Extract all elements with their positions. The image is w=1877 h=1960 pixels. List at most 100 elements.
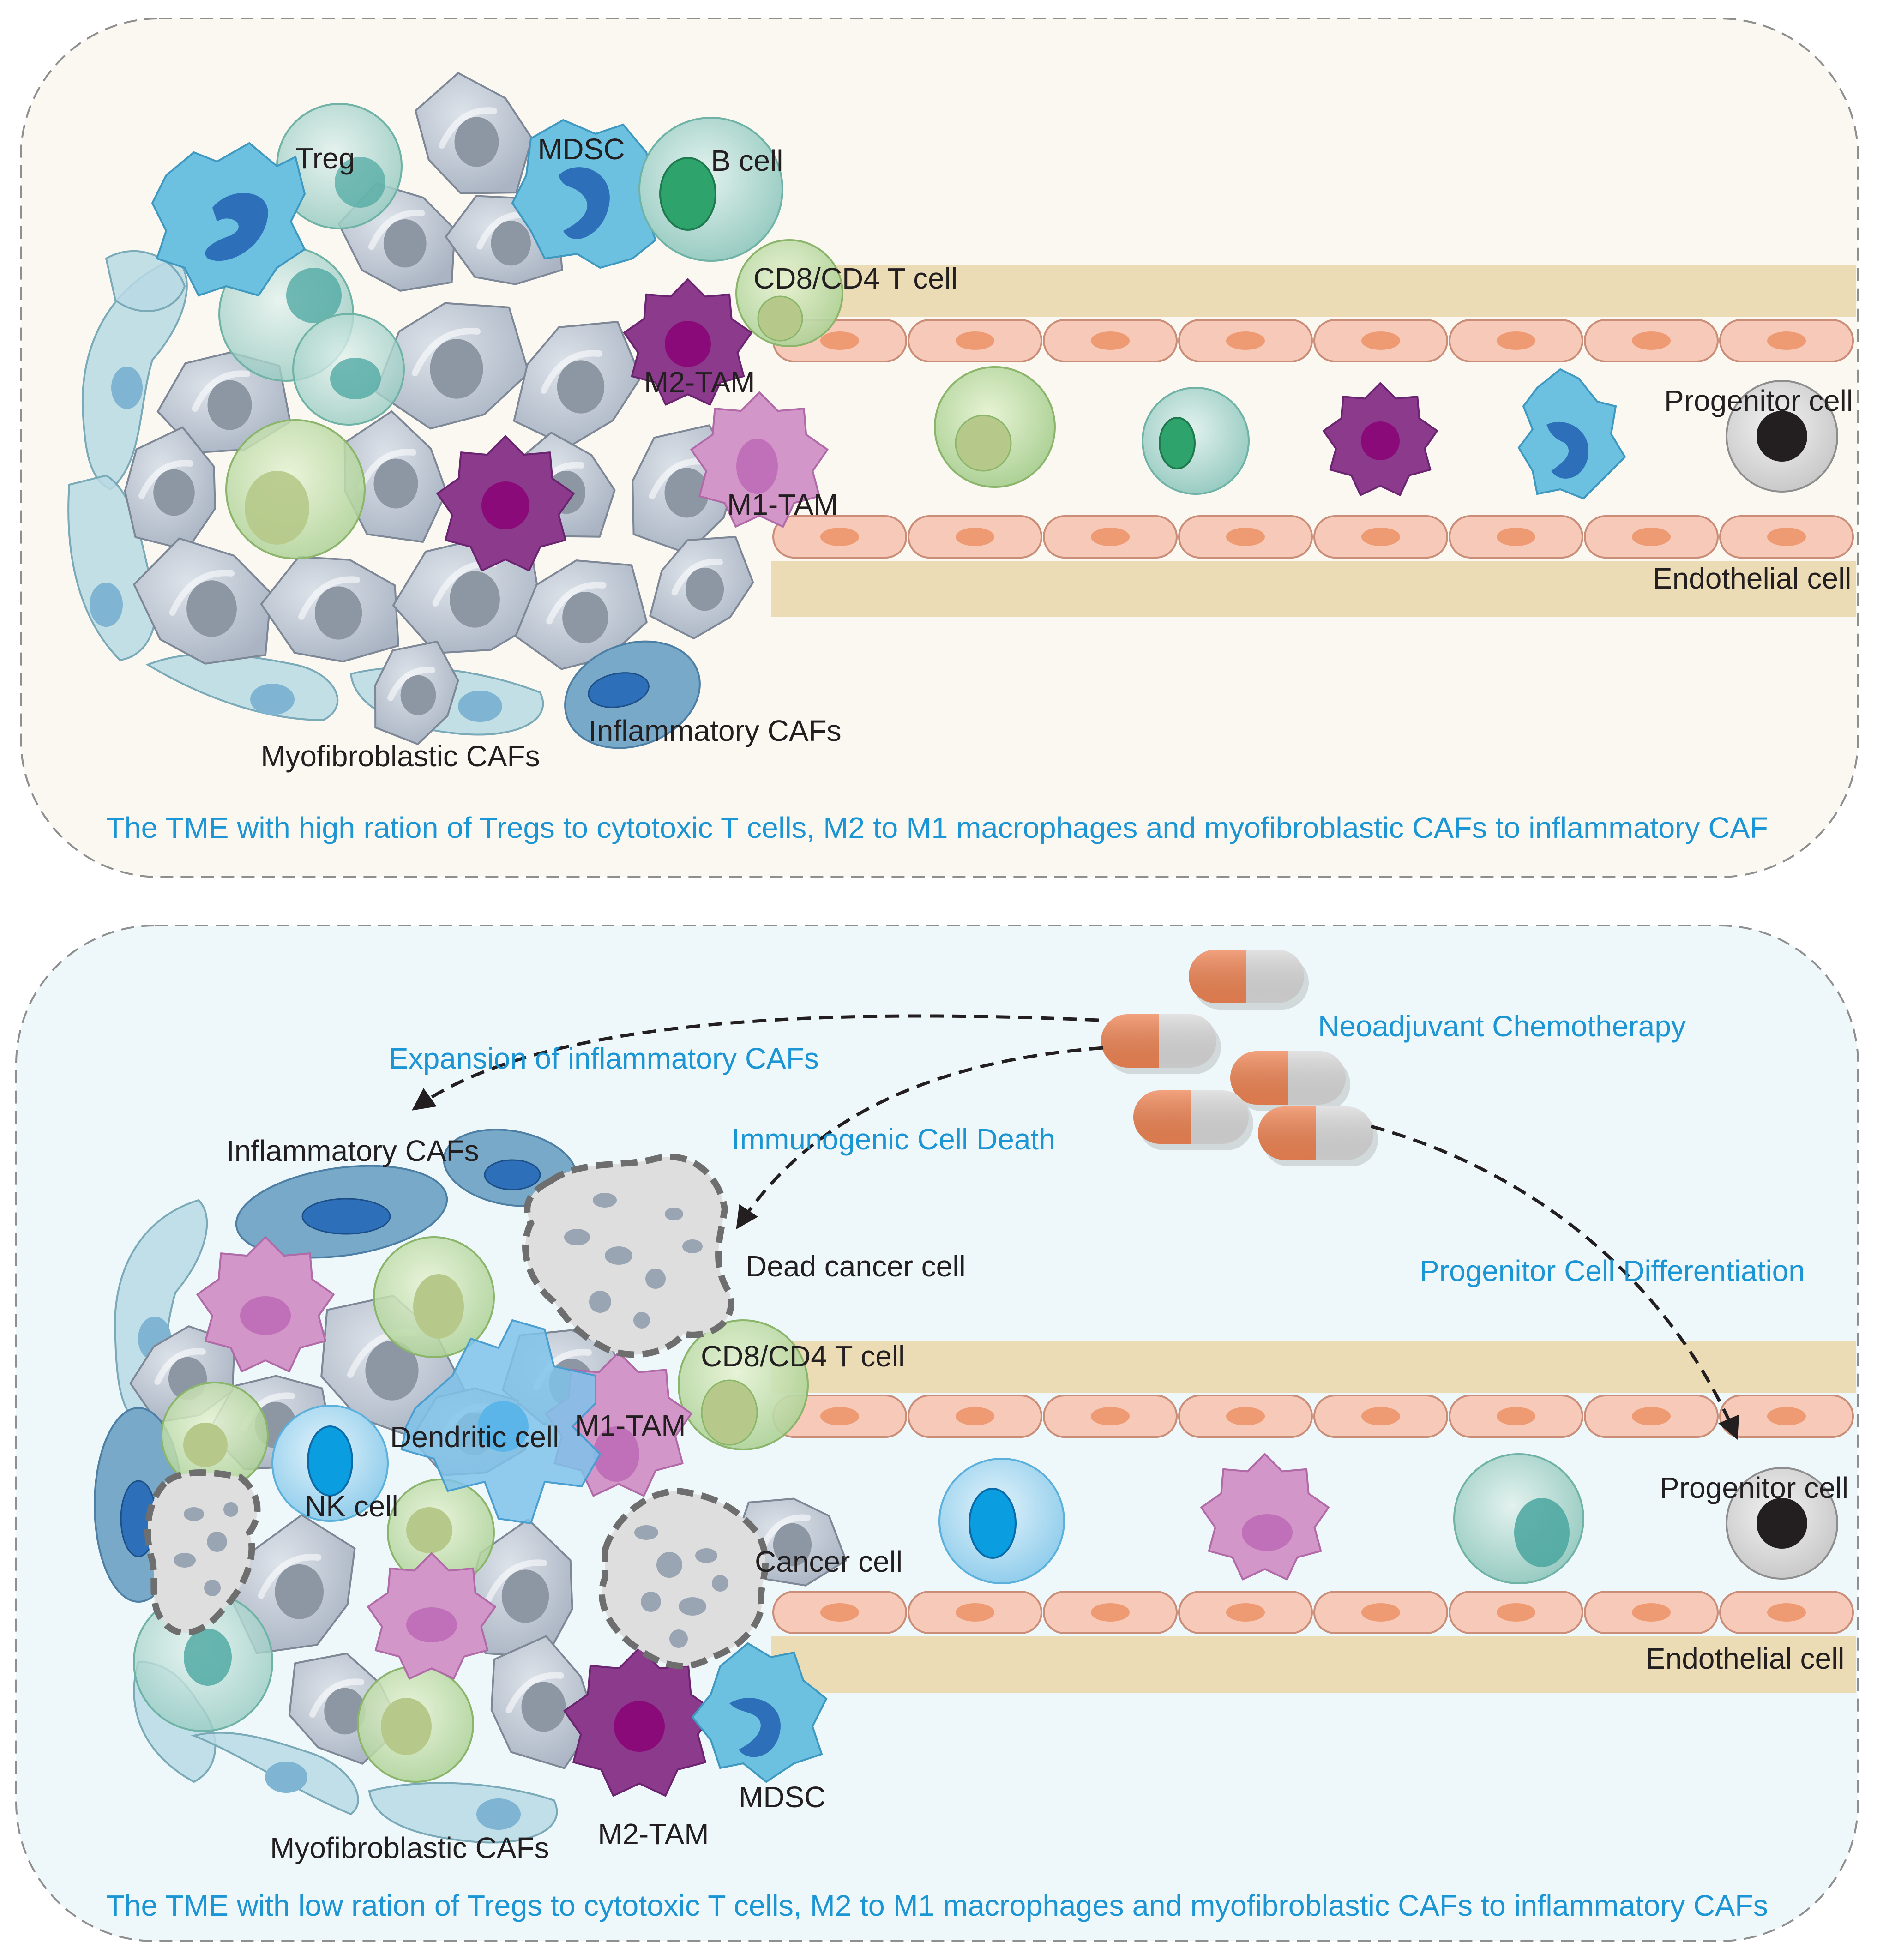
endothelial-nucleus xyxy=(956,1407,994,1425)
nk-cell-nucleus xyxy=(307,1425,353,1497)
m1-tam-nucleus xyxy=(593,1426,639,1482)
endothelial-nucleus xyxy=(1497,331,1535,350)
endothelial-nucleus xyxy=(1767,1407,1806,1425)
cancer-cell-highlight xyxy=(387,667,435,701)
pill-sheen xyxy=(1101,1014,1216,1068)
endothelial-nucleus xyxy=(1091,331,1130,350)
cancer-cell-highlight xyxy=(541,350,602,394)
b-cell xyxy=(1142,387,1250,495)
inflammatory-caf-nucleus xyxy=(301,1198,391,1235)
endothelial-nucleus xyxy=(1767,331,1806,350)
treg-nucleus xyxy=(330,358,381,399)
endothelial-nucleus xyxy=(1361,1407,1400,1425)
endothelial-nucleus xyxy=(1091,528,1130,546)
treg-nucleus xyxy=(335,157,385,208)
label-mdsc: MDSC xyxy=(538,132,625,166)
label-progenitor-cell-differentiation: Progenitor Cell Differentiation xyxy=(1420,1254,1805,1287)
label-progenitor-cell: Progenitor cell xyxy=(1660,1471,1848,1504)
endothelial-nucleus xyxy=(1632,528,1671,546)
dendritic-cell-nucleus xyxy=(478,1401,529,1452)
cancer-cell xyxy=(415,72,533,194)
pill xyxy=(1101,1014,1221,1074)
label-cd8-cd4-t-cell: CD8/CD4 T cell xyxy=(753,262,957,295)
cancer-cell-nucleus xyxy=(186,580,237,637)
caf-cell xyxy=(105,250,186,312)
cd8-cd4-t-cell-nucleus xyxy=(183,1423,228,1467)
mdsc-nucleus xyxy=(205,192,268,261)
cancer-cell-highlight xyxy=(138,460,193,499)
cancer-cell-nucleus xyxy=(430,339,483,399)
mdsc-nucleus xyxy=(729,1698,781,1757)
cancer-cell xyxy=(467,1518,573,1659)
m2-tam-nucleus xyxy=(481,481,529,529)
label-m1-tam: M1-TAM xyxy=(575,1409,686,1442)
cancer-cell-nucleus xyxy=(664,468,709,518)
progenitor-cell-nucleus xyxy=(1757,1498,1807,1549)
label-m1-tam: M1-TAM xyxy=(727,488,838,521)
cancer-cell xyxy=(514,559,648,670)
cancer-cell-highlight xyxy=(309,1678,364,1718)
caf-cell xyxy=(368,1782,558,1844)
top-blood-vessel xyxy=(771,265,1856,617)
endothelial-nucleus xyxy=(1767,528,1806,546)
endothelial-nucleus xyxy=(1632,1407,1671,1425)
cancer-cell-highlight xyxy=(412,328,481,376)
label-progenitor-cell: Progenitor cell xyxy=(1664,384,1853,417)
endothelial-nucleus xyxy=(1226,1603,1265,1622)
cancer-cell xyxy=(133,537,272,665)
endothelial-nucleus xyxy=(1226,1407,1265,1425)
endothelial-nucleus xyxy=(820,331,859,350)
label-expansion-inflammatory-cafs: Expansion of inflammatory CAFs xyxy=(389,1042,819,1075)
mdsc-cell xyxy=(151,142,306,297)
cancer-cell-highlight xyxy=(505,1672,564,1713)
mdsc-nucleus xyxy=(1546,421,1589,479)
endothelial-nucleus xyxy=(1632,1603,1671,1622)
inflammatory-caf-nucleus xyxy=(588,672,650,708)
cancer-cell xyxy=(649,536,754,640)
pill xyxy=(1258,1106,1378,1166)
vessel-wall-lower xyxy=(771,561,1856,617)
pill xyxy=(1133,1090,1253,1150)
pill-sheen xyxy=(1189,950,1304,1003)
top-immune-cells xyxy=(151,103,843,749)
cancer-cell-highlight xyxy=(759,1514,811,1551)
cancer-cell-nucleus xyxy=(324,1688,366,1735)
cancer-cell xyxy=(374,640,459,746)
top-cancer-cells xyxy=(124,72,754,746)
pill-sheen xyxy=(1258,1106,1373,1160)
b-cell-nucleus xyxy=(1159,417,1196,469)
cancer-cell-highlight xyxy=(439,107,497,149)
label-endothelial-cell: Endothelial cell xyxy=(1646,1642,1845,1675)
label-dead-cancer-cell: Dead cancer cell xyxy=(746,1250,966,1283)
cancer-cell-highlight xyxy=(671,559,723,595)
label-cancer-cell: Cancer cell xyxy=(755,1545,902,1578)
endothelial-nucleus xyxy=(820,528,859,546)
cancer-cell xyxy=(375,302,530,430)
m1-tam-nucleus xyxy=(406,1607,457,1642)
pill-sheen xyxy=(1133,1090,1249,1144)
cancer-cell-nucleus xyxy=(450,571,500,628)
cancer-cell-nucleus xyxy=(562,591,608,643)
top-vessel-cells xyxy=(934,366,1838,500)
cancer-cell-highlight xyxy=(368,210,425,250)
arrow-progenitor-cell-differentiation xyxy=(1371,1124,1739,1440)
cancer-cell xyxy=(124,426,216,551)
caf-nucleus xyxy=(458,691,502,722)
cd8-cd4-t-cell-nucleus xyxy=(757,295,803,342)
top-labels: Treg MDSC B cell CD8/CD4 T cell M2-TAM M… xyxy=(106,132,1853,844)
label-immunogenic-cell-death: Immunogenic Cell Death xyxy=(732,1123,1055,1156)
label-dendritic-cell: Dendritic cell xyxy=(390,1420,559,1454)
cancer-cell-nucleus xyxy=(153,469,195,516)
cancer-cell xyxy=(260,556,399,663)
cancer-cell-nucleus xyxy=(207,380,252,430)
endothelial-nucleus xyxy=(956,331,994,350)
label-mdsc: MDSC xyxy=(739,1780,825,1814)
cancer-cell-highlight xyxy=(169,570,235,616)
cancer-cell-highlight xyxy=(358,449,416,490)
label-endothelial-cell: Endothelial cell xyxy=(1653,562,1852,595)
caf-nucleus xyxy=(250,684,295,715)
cancer-cell-highlight xyxy=(154,1348,206,1385)
endothelial-nucleus xyxy=(820,1407,859,1425)
endothelial-nucleus xyxy=(1497,1407,1535,1425)
